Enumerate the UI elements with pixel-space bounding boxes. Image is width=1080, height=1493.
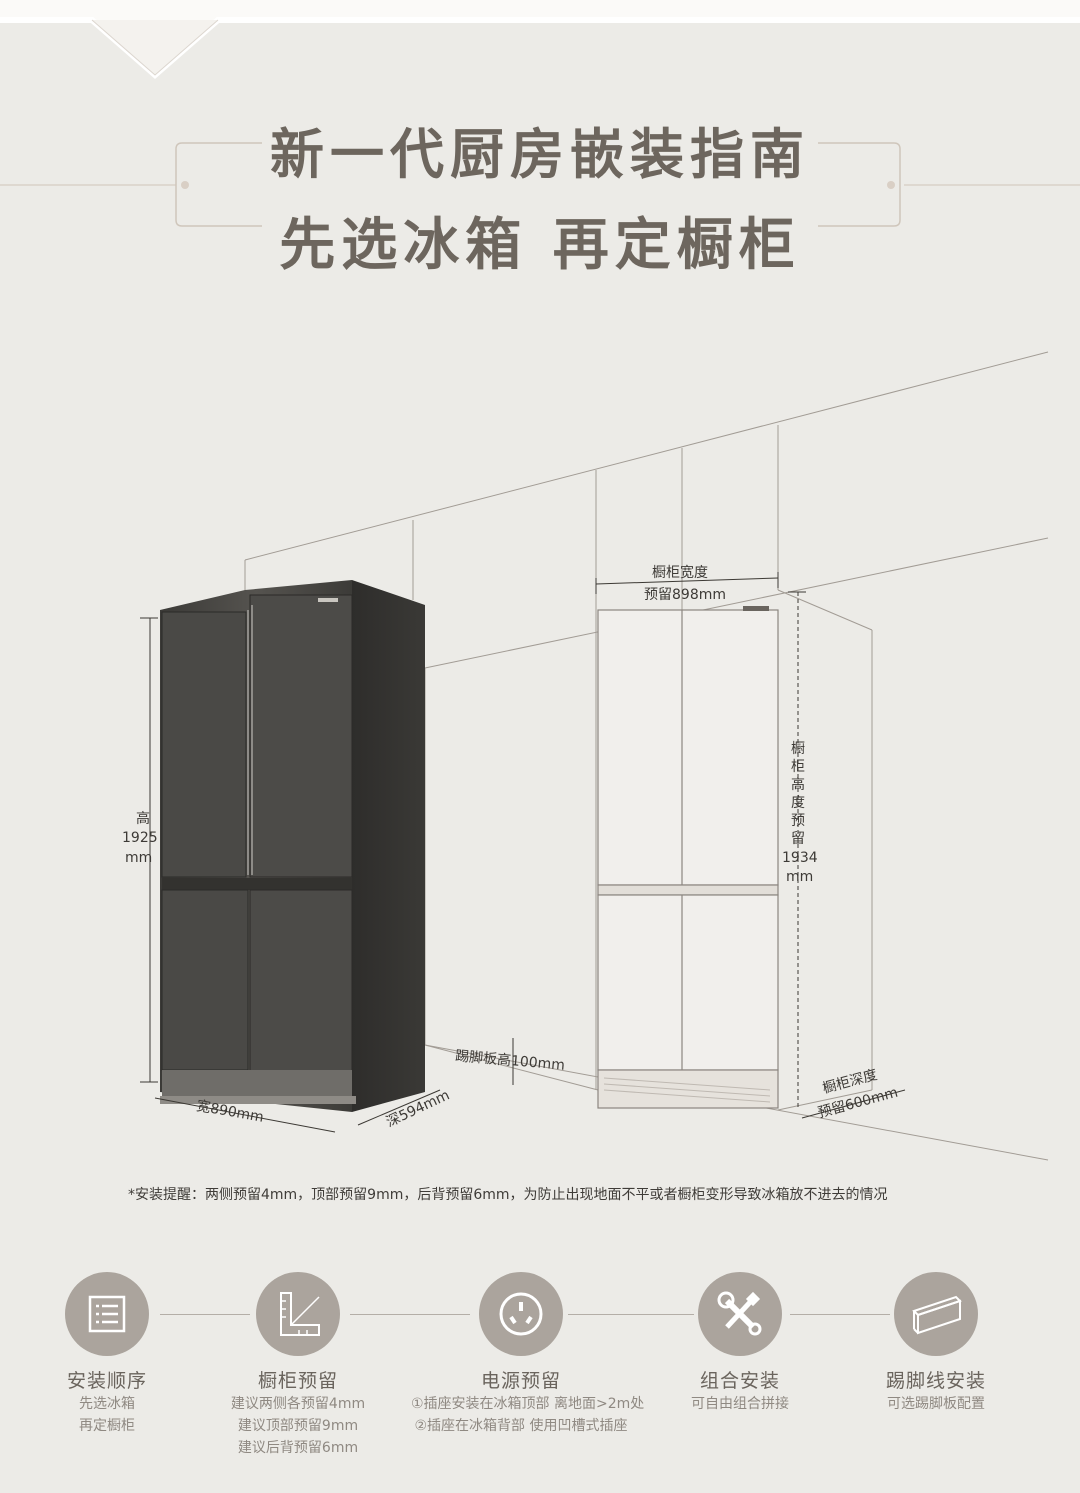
feature-line: 建议后背预留6mm	[237, 1440, 359, 1456]
cabinet-height-char: 高	[791, 777, 805, 793]
connector-line	[350, 1314, 470, 1315]
fridge-product	[160, 580, 425, 1112]
feature-line: 先选冰箱	[79, 1396, 135, 1412]
cabinet-height-unit: mm	[786, 869, 814, 885]
dimension-lines	[140, 572, 906, 1133]
cabinet-height-char: 预	[791, 813, 805, 829]
fridge-height-value: 1925	[122, 830, 158, 846]
feature-title: 组合安装	[699, 1370, 780, 1392]
installation-illustration	[140, 351, 1049, 1161]
page-subtitle: 先选冰箱 再定橱柜	[279, 213, 801, 278]
feature-title: 踢脚线安装	[885, 1370, 986, 1392]
kick-plate-icon	[894, 1272, 978, 1356]
feature-line: 建议顶部预留9mm	[237, 1418, 359, 1434]
fridge-height-unit: mm	[125, 850, 153, 866]
built-in-fridge	[597, 609, 779, 1109]
feature-line: 可选踢脚板配置	[887, 1396, 985, 1412]
cabinet-width-label: 橱柜宽度	[652, 565, 708, 581]
top-band	[0, 0, 1080, 20]
header-frame	[0, 17, 1080, 227]
feature-line: 可自由组合拼接	[691, 1396, 789, 1412]
cabinet-height-char: 度	[791, 795, 805, 811]
list-icon	[65, 1272, 149, 1356]
cabinet-height-char: 橱	[791, 741, 805, 757]
ruler-corner-icon	[256, 1272, 340, 1356]
feature-title: 电源预留	[480, 1370, 561, 1392]
cabinet-height-label: 橱 柜 高 度 预 留	[790, 740, 806, 848]
connector-line	[568, 1314, 694, 1315]
feature-line: 建议两侧各预留4mm	[230, 1396, 366, 1412]
feature-line: 再定橱柜	[79, 1418, 135, 1434]
feature-line: ②插座在冰箱背部 使用凹槽式插座	[414, 1418, 628, 1434]
cabinet-height-char: 留	[791, 831, 805, 847]
feature-kick-plate-install: 踢脚线安装 可选踢脚板配置	[826, 1272, 1046, 1415]
fridge-height-label: 高	[136, 811, 150, 827]
feature-title: 安装顺序	[66, 1370, 147, 1392]
tools-icon	[698, 1272, 782, 1356]
connector-line	[790, 1314, 890, 1315]
page-title: 新一代厨房嵌装指南	[270, 123, 810, 186]
cabinet-height-value: 1934	[782, 850, 818, 866]
feature-power-reserve: 电源预留 ①插座安装在冰箱顶部 离地面>2m处 ②插座在冰箱背部 使用凹槽式插座	[411, 1272, 645, 1437]
feature-install-order: 安装顺序 先选冰箱 再定橱柜	[0, 1272, 217, 1437]
feature-line: ①插座安装在冰箱顶部 离地面>2m处	[411, 1396, 645, 1412]
built-in-kick-plate-grille	[603, 1077, 771, 1103]
feature-title: 橱柜预留	[257, 1370, 338, 1392]
install-note: *安装提醒：两侧预留4mm，顶部预留9mm，后背预留6mm，为防止出现地面不平或…	[128, 1187, 888, 1203]
built-in-fridge-logo	[743, 606, 769, 611]
cabinet-width-value: 预留898mm	[644, 587, 726, 603]
feature-cabinet-reserve: 橱柜预留 建议两侧各预留4mm 建议顶部预留9mm 建议后背预留6mm	[188, 1272, 408, 1459]
feature-combination-install: 组合安装 可自由组合拼接	[630, 1272, 850, 1415]
connector-line	[160, 1314, 250, 1315]
cabinet-height-char: 柜	[791, 759, 805, 775]
power-socket-icon	[479, 1272, 563, 1356]
